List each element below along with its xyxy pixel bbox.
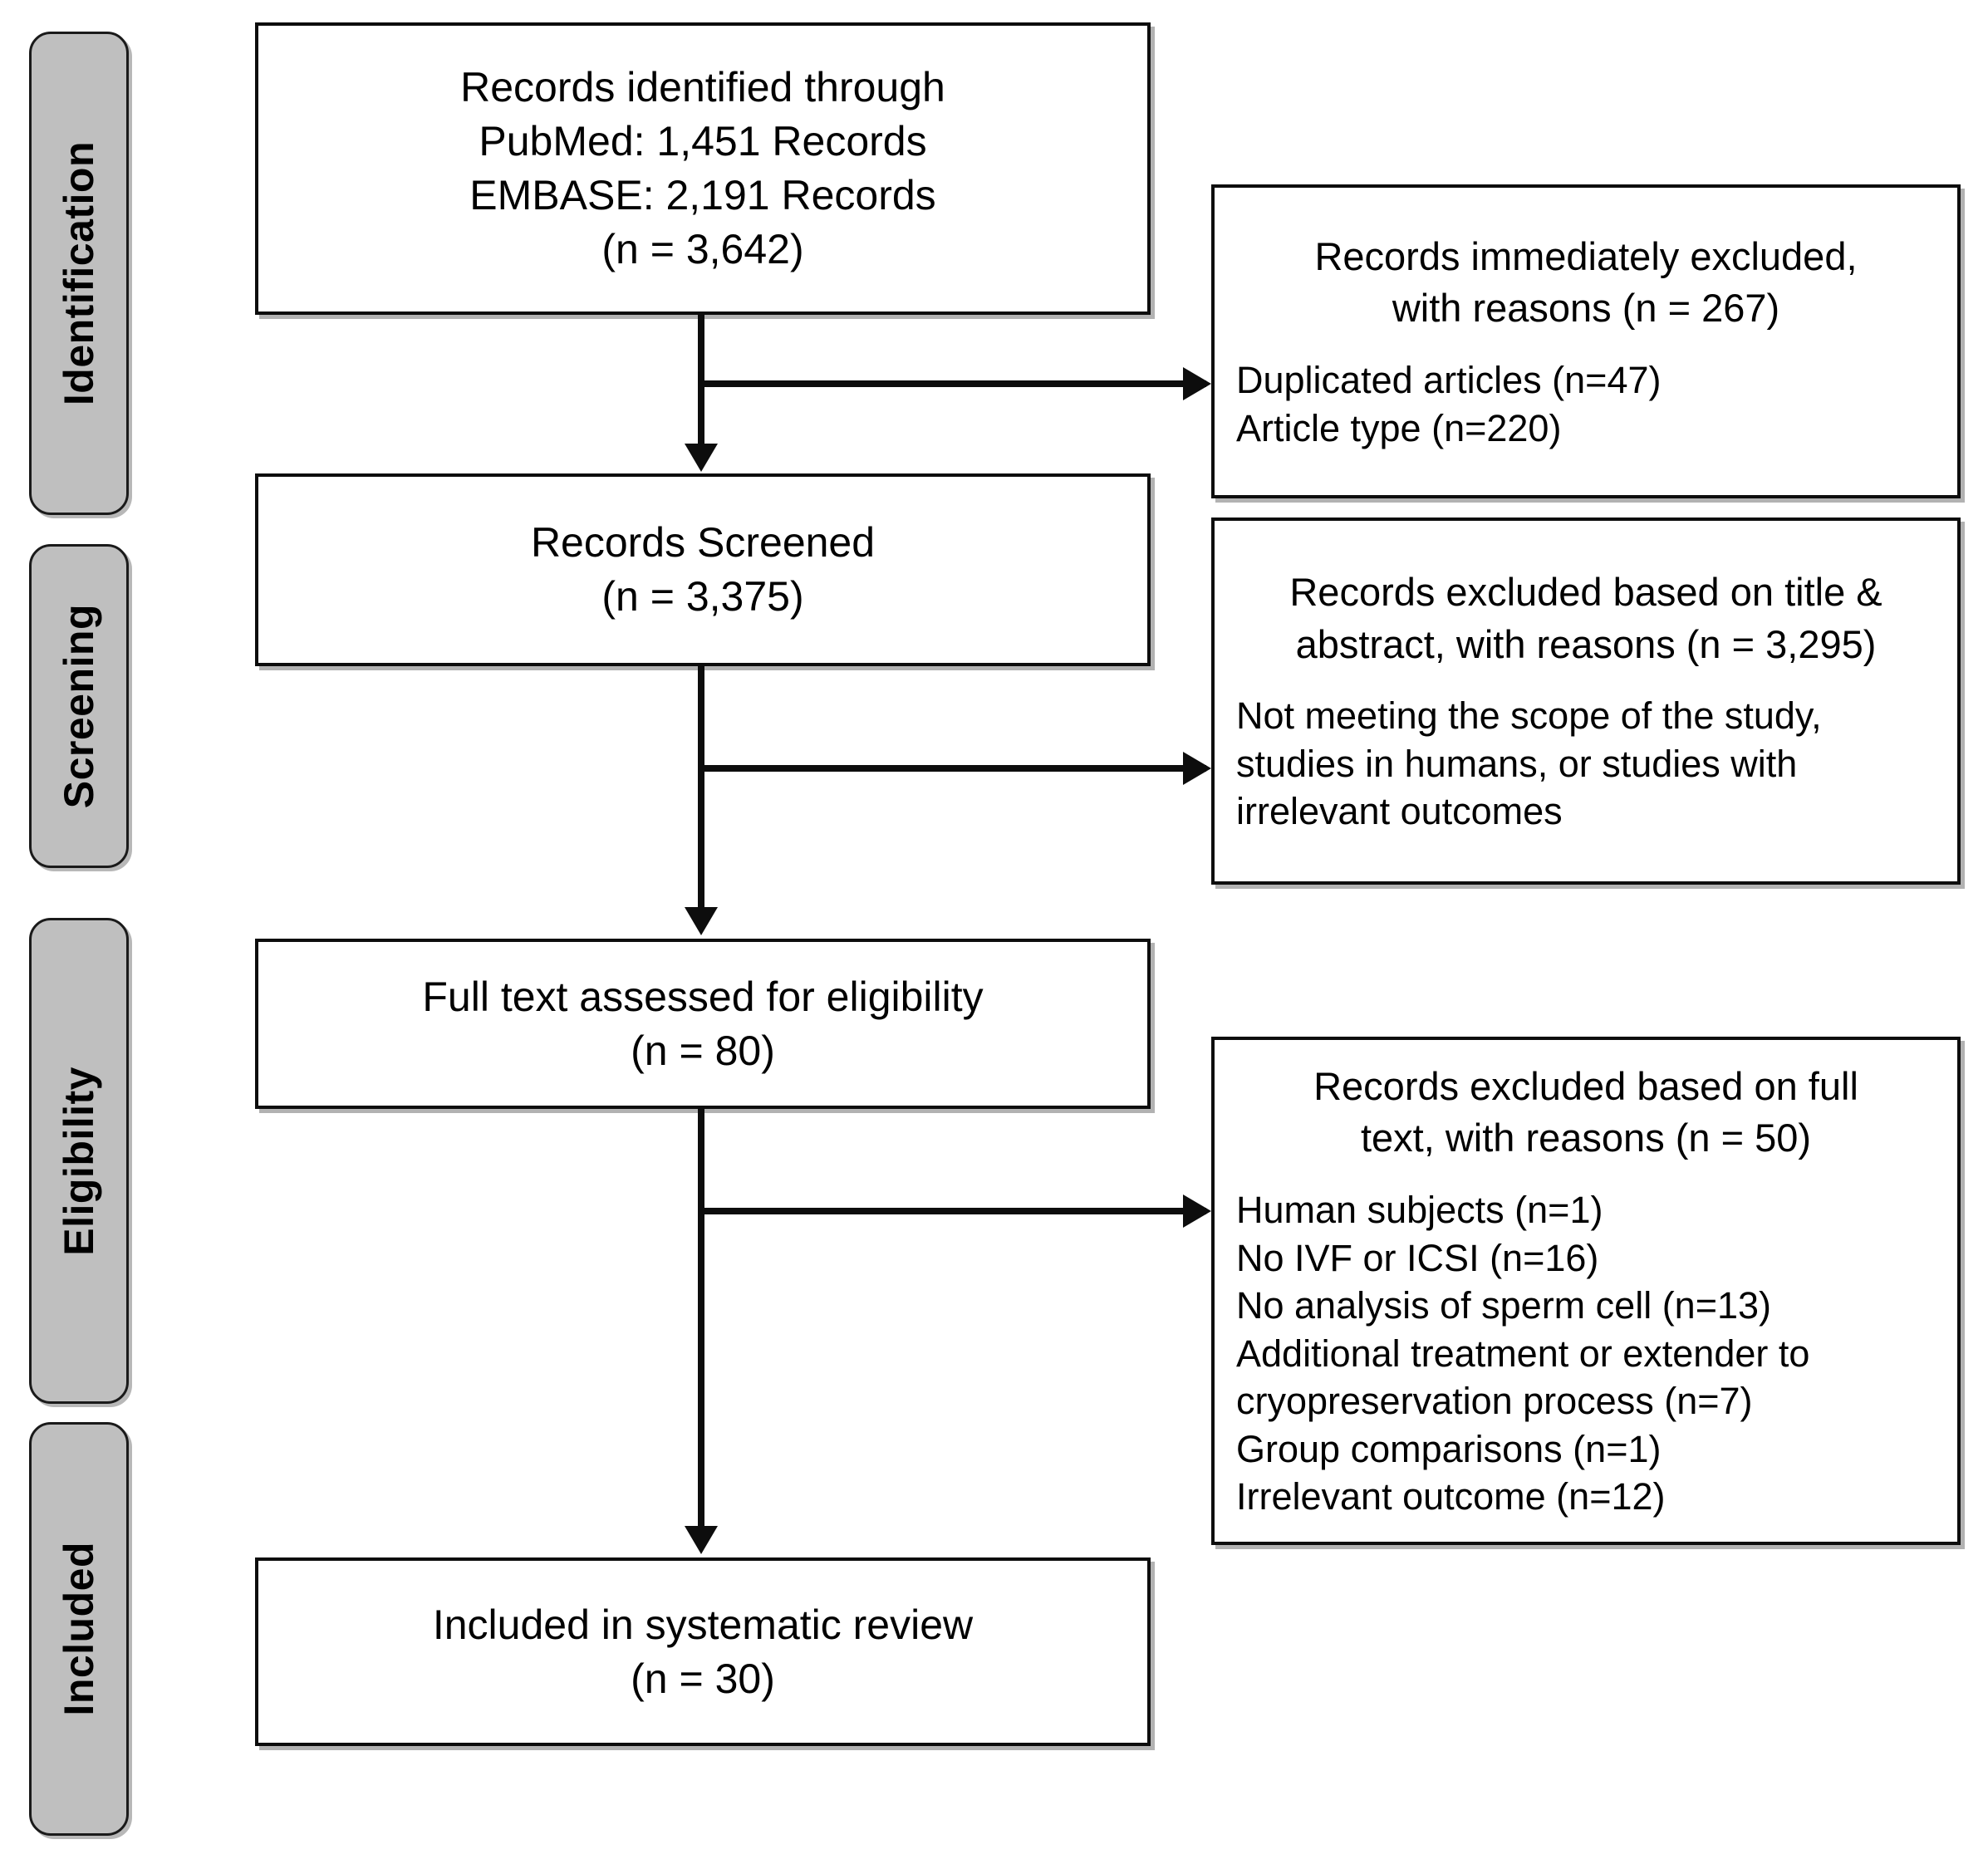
exclusion-reason: Human subjects (n=1) xyxy=(1236,1188,1603,1231)
exclusion-box-full-text: Records excluded based on full text, wit… xyxy=(1211,1037,1961,1545)
exclusion-heading: Records excluded based on full text, wit… xyxy=(1236,1061,1936,1165)
stage-label-included: Included xyxy=(56,1542,102,1716)
connector-vertical-3 xyxy=(698,1109,704,1526)
arrow-right-2 xyxy=(1183,752,1211,785)
flow-line: EMBASE: 2,191 Records xyxy=(469,172,936,218)
flow-box-records-identified: Records identified through PubMed: 1,451… xyxy=(255,22,1151,315)
stage-pill-identification: Identification xyxy=(29,32,129,515)
exclusion-reason-list: Duplicated articles (n=47) Article type … xyxy=(1236,356,1936,452)
exclusion-reason: Article type (n=220) xyxy=(1236,406,1562,449)
exclusion-reason-list: Not meeting the scope of the study, stud… xyxy=(1236,692,1936,836)
flow-line: Full text assessed for eligibility xyxy=(422,973,984,1020)
exclusion-heading-line: Records immediately excluded, xyxy=(1314,233,1858,278)
stage-label-identification: Identification xyxy=(56,140,102,406)
exclusion-heading-line: with reasons (n = 267) xyxy=(1392,286,1780,331)
flow-line: PubMed: 1,451 Records xyxy=(479,118,927,164)
stage-label-screening: Screening xyxy=(56,603,102,809)
flow-line: Records identified through xyxy=(460,64,945,110)
exclusion-reason: studies in humans, or studies with xyxy=(1236,742,1798,785)
arrow-down-3 xyxy=(685,1526,718,1554)
connector-horizontal-3 xyxy=(698,1208,1206,1214)
connector-horizontal-1 xyxy=(698,380,1206,387)
connector-vertical-2 xyxy=(698,666,704,907)
exclusion-reason: No IVF or ICSI (n=16) xyxy=(1236,1236,1599,1279)
flow-line: (n = 3,375) xyxy=(601,573,804,620)
exclusion-heading-line: text, with reasons (n = 50) xyxy=(1360,1116,1812,1160)
arrow-right-3 xyxy=(1183,1194,1211,1228)
flow-line: (n = 30) xyxy=(631,1655,775,1702)
stage-label-eligibility: Eligibility xyxy=(56,1066,102,1256)
exclusion-reason: Duplicated articles (n=47) xyxy=(1236,358,1662,401)
exclusion-reason-list: Human subjects (n=1) No IVF or ICSI (n=1… xyxy=(1236,1186,1936,1521)
exclusion-box-title-abstract: Records excluded based on title & abstra… xyxy=(1211,518,1961,885)
stage-pill-included: Included xyxy=(29,1422,129,1836)
exclusion-heading-line: Records excluded based on full xyxy=(1313,1063,1858,1108)
arrow-down-2 xyxy=(685,907,718,935)
flow-box-included-in-review: Included in systematic review (n = 30) xyxy=(255,1557,1151,1746)
exclusion-reason: No analysis of sperm cell (n=13) xyxy=(1236,1284,1772,1327)
connector-vertical-1 xyxy=(698,315,704,444)
exclusion-heading: Records immediately excluded, with reaso… xyxy=(1236,231,1936,335)
flow-box-full-text-assessed: Full text assessed for eligibility (n = … xyxy=(255,939,1151,1109)
stage-pill-screening: Screening xyxy=(29,544,129,868)
exclusion-reason: Group comparisons (n=1) xyxy=(1236,1427,1662,1470)
flow-line: (n = 3,642) xyxy=(601,226,804,272)
flow-line: (n = 80) xyxy=(631,1027,775,1074)
exclusion-reason: Irrelevant outcome (n=12) xyxy=(1236,1475,1666,1518)
arrow-down-1 xyxy=(685,444,718,472)
flow-box-records-screened: Records Screened (n = 3,375) xyxy=(255,473,1151,666)
exclusion-reason: Not meeting the scope of the study, xyxy=(1236,694,1822,738)
arrow-right-1 xyxy=(1183,367,1211,400)
flow-line: Records Screened xyxy=(530,519,876,566)
stage-pill-eligibility: Eligibility xyxy=(29,918,129,1404)
flow-line: Included in systematic review xyxy=(432,1601,974,1648)
exclusion-heading-line: Records excluded based on title & xyxy=(1289,570,1882,615)
connector-horizontal-2 xyxy=(698,765,1206,772)
exclusion-heading-line: abstract, with reasons (n = 3,295) xyxy=(1295,621,1877,666)
exclusion-heading: Records excluded based on title & abstra… xyxy=(1236,567,1936,670)
exclusion-box-immediately-excluded: Records immediately excluded, with reaso… xyxy=(1211,184,1961,498)
exclusion-reason: irrelevant outcomes xyxy=(1236,790,1563,833)
exclusion-reason: Additional treatment or extender to xyxy=(1236,1332,1810,1375)
exclusion-reason: cryopreservation process (n=7) xyxy=(1236,1380,1753,1423)
